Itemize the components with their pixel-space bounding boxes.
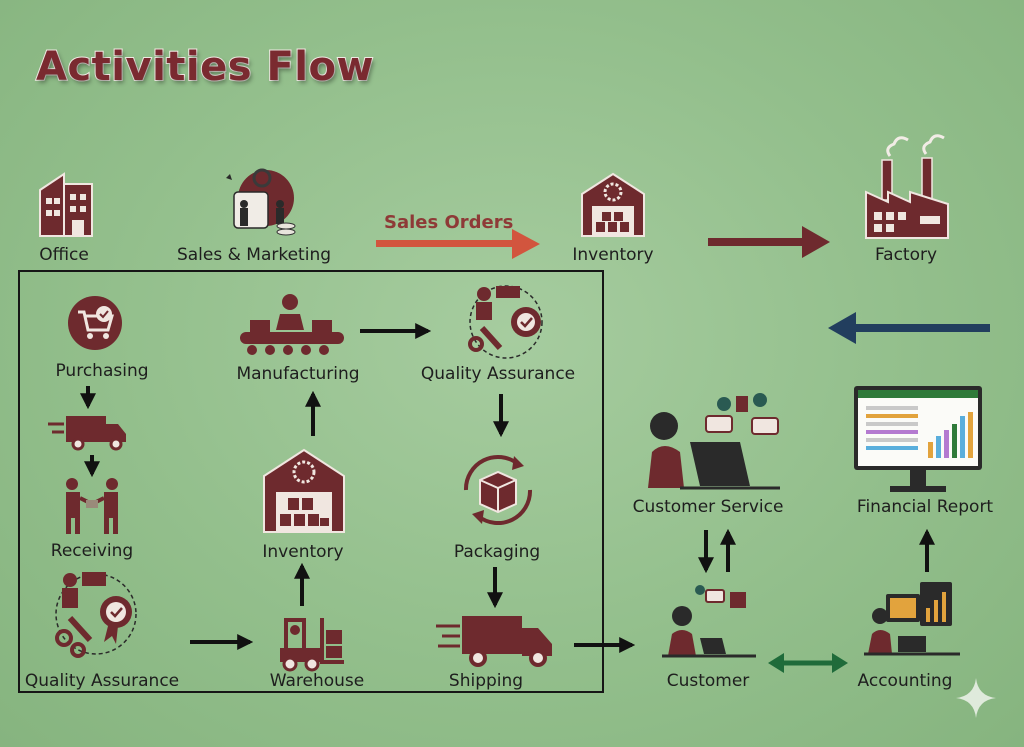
factory-return-arrow — [828, 312, 990, 344]
quality-assurance-right-label: Quality Assurance — [420, 364, 576, 384]
customer-service-label: Customer Service — [632, 497, 784, 517]
customer-label: Customer — [666, 671, 750, 691]
warehouse-gear-icon — [581, 172, 645, 237]
packaging-label: Packaging — [453, 542, 541, 562]
delivery-truck-icon — [48, 416, 126, 451]
sales-orders-label: Sales Orders — [384, 212, 514, 233]
diagram-title: Activities Flow — [35, 43, 374, 91]
sales-marketing-icon — [226, 168, 296, 236]
conveyor-worker-icon — [240, 294, 344, 355]
quality-badge-icon — [55, 572, 137, 658]
forklift-icon — [280, 618, 344, 672]
sales-orders-arrow — [376, 229, 540, 259]
purchasing-label: Purchasing — [55, 361, 149, 381]
customer-service-agent-icon — [648, 393, 780, 490]
manufacturing-label: Manufacturing — [236, 364, 360, 384]
factory-icon — [865, 134, 949, 239]
operations-boundary-box — [18, 270, 604, 693]
customer-laptop-icon — [662, 585, 756, 658]
office-label: Office — [39, 245, 89, 265]
financial-report-label: Financial Report — [856, 497, 994, 517]
shipping-label: Shipping — [448, 671, 524, 691]
spreadsheet-monitor-icon — [854, 386, 982, 492]
inventory-to-factory-arrow — [708, 226, 830, 258]
inventory-warehouse-icon — [263, 448, 345, 533]
inventory-top-label: Inventory — [572, 245, 654, 265]
package-box-icon — [463, 454, 533, 526]
shipping-truck-icon — [436, 616, 552, 667]
quality-badge-icon-right — [468, 285, 543, 359]
shopping-cart-icon — [68, 296, 122, 350]
warehouse-label: Warehouse — [269, 671, 365, 691]
building-icon — [39, 172, 93, 237]
accounting-label: Accounting — [857, 671, 953, 691]
accountant-dashboard-icon — [864, 582, 960, 656]
receiving-label: Receiving — [50, 541, 134, 561]
quality-assurance-left-label: Quality Assurance — [24, 671, 180, 691]
sales-marketing-label: Sales & Marketing — [176, 245, 332, 265]
factory-label: Factory — [874, 245, 938, 265]
handshake-icon — [66, 478, 118, 534]
customer-accounting-arrow — [768, 653, 848, 673]
sparkle-icon — [956, 678, 996, 718]
inventory-label: Inventory — [262, 542, 344, 562]
